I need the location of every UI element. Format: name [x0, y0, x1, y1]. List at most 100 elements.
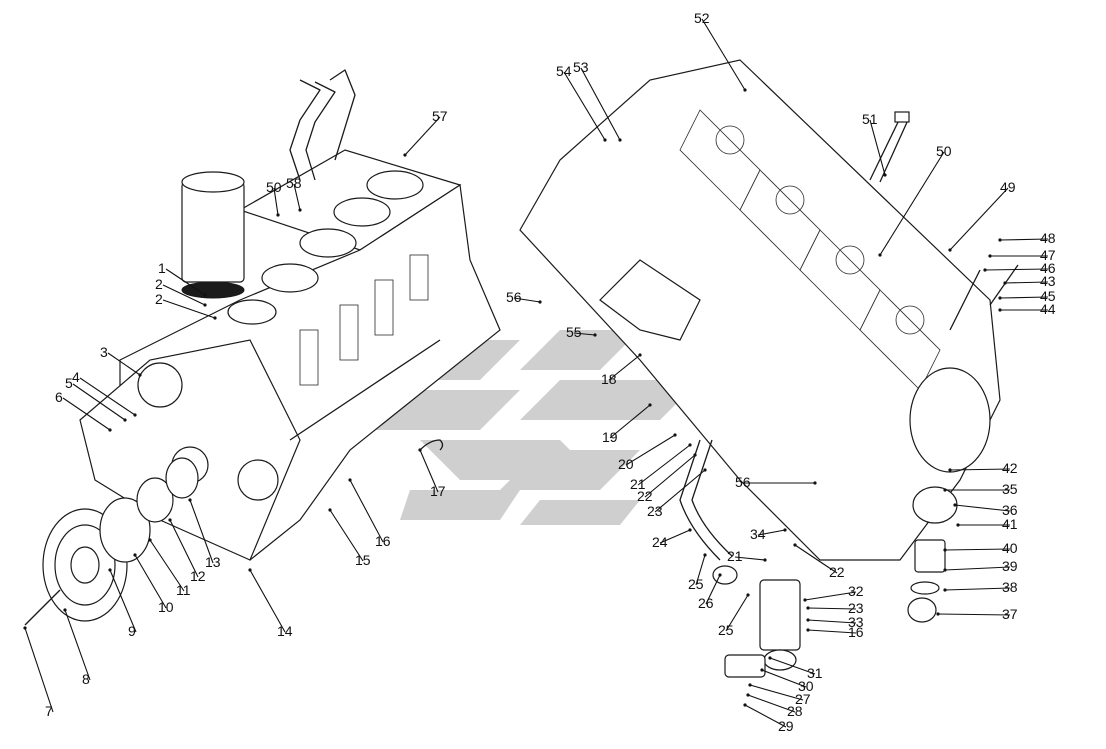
- leader-dot: [793, 543, 797, 547]
- callout-number: 54: [556, 63, 572, 79]
- leader-line: [109, 569, 137, 633]
- leader-line: [72, 383, 126, 421]
- callout-number: 45: [1040, 288, 1056, 304]
- leader-line: [807, 619, 857, 624]
- leader-line: [625, 434, 676, 466]
- leader-line: [879, 151, 945, 256]
- leader-dot: [813, 481, 817, 485]
- leader-dot: [746, 693, 750, 697]
- leader-line: [62, 397, 111, 431]
- leader-line: [944, 566, 1011, 571]
- callout-number: 22: [829, 564, 845, 580]
- leader-line: [293, 183, 301, 211]
- leader-dot: [806, 628, 810, 632]
- leader-line: [659, 529, 691, 544]
- leader-dot: [203, 303, 207, 307]
- leader-line: [1004, 281, 1049, 284]
- leader-dot: [988, 254, 992, 258]
- callout-number: 38: [1002, 579, 1018, 595]
- leader-dot: [703, 553, 707, 557]
- leader-line: [273, 187, 279, 216]
- leader-line: [749, 684, 804, 701]
- callout-number: 29: [778, 718, 794, 734]
- callout-number: 43: [1040, 273, 1056, 289]
- leader-line: [734, 556, 766, 561]
- leader-line: [705, 574, 721, 605]
- leader-dot: [123, 418, 127, 422]
- callout-number: 4: [72, 369, 80, 385]
- leader-dot: [998, 238, 1002, 242]
- callout-number: 16: [848, 624, 864, 640]
- callout-number: 32: [848, 583, 864, 599]
- leader-dot: [23, 626, 27, 630]
- leader-dot: [203, 293, 207, 297]
- leader-dot: [188, 498, 192, 502]
- leader-dot: [618, 138, 622, 142]
- leader-dot: [948, 248, 952, 252]
- callout-number: 1: [158, 260, 166, 276]
- leader-dot: [648, 403, 652, 407]
- leader-line: [984, 268, 1049, 271]
- leader-dot: [328, 508, 332, 512]
- leader-dot: [168, 518, 172, 522]
- callout-number: 2: [155, 276, 163, 292]
- callout-number: 33: [848, 614, 864, 630]
- leader-line: [329, 509, 364, 562]
- leader-line: [944, 548, 1011, 551]
- leader-line: [249, 569, 286, 633]
- leader-dot: [746, 593, 750, 597]
- leader-line: [999, 238, 1049, 241]
- callout-number: 50: [936, 143, 952, 159]
- leader-dot: [693, 453, 697, 457]
- callout-number: 30: [798, 678, 814, 694]
- leader-line: [64, 609, 91, 681]
- callout-number: 21: [727, 548, 743, 564]
- callout-labels: 1223456789101112131415161718192021222324…: [23, 10, 1056, 734]
- leader-line: [162, 284, 206, 306]
- leader-dot: [768, 656, 772, 660]
- leader-line: [573, 332, 596, 336]
- leader-dot: [108, 428, 112, 432]
- leader-dot: [248, 568, 252, 572]
- leader-dot: [760, 668, 764, 672]
- leader-line: [563, 71, 606, 141]
- callout-number: 13: [205, 554, 221, 570]
- callout-number: 48: [1040, 230, 1056, 246]
- leader-dot: [883, 173, 887, 177]
- callout-number: 27: [795, 691, 811, 707]
- leader-dot: [108, 568, 112, 572]
- leader-dot: [133, 553, 137, 557]
- callout-number: 34: [750, 526, 766, 542]
- callout-number: 25: [688, 576, 704, 592]
- water-pump-assembly: [907, 486, 958, 623]
- callout-number: 50: [266, 179, 282, 195]
- callout-number: 23: [647, 503, 663, 519]
- leader-line: [744, 704, 787, 728]
- leader-dot: [593, 333, 597, 337]
- leader-dot: [148, 538, 152, 542]
- leader-line: [79, 377, 136, 416]
- leader-line: [419, 449, 439, 493]
- leader-dot: [998, 296, 1002, 300]
- callout-number: 2: [155, 291, 163, 307]
- leader-line: [999, 296, 1049, 299]
- cylinder-liner: [181, 171, 245, 299]
- leader-dot: [603, 138, 607, 142]
- leader-dot: [943, 568, 947, 572]
- callout-number: 37: [1002, 606, 1018, 622]
- leader-line: [162, 299, 216, 319]
- leader-dot: [133, 413, 137, 417]
- leader-dot: [298, 208, 302, 212]
- right-engine-block: [519, 59, 1019, 678]
- leader-line: [654, 469, 706, 513]
- callout-number: 53: [573, 59, 589, 75]
- callout-number: 9: [128, 623, 136, 639]
- callout-number: 18: [601, 371, 617, 387]
- leader-line: [701, 18, 746, 91]
- leader-line: [761, 669, 807, 688]
- leader-dot: [688, 443, 692, 447]
- timing-gear-assembly: [24, 457, 199, 626]
- leader-dot: [878, 253, 882, 257]
- callout-number: 46: [1040, 260, 1056, 276]
